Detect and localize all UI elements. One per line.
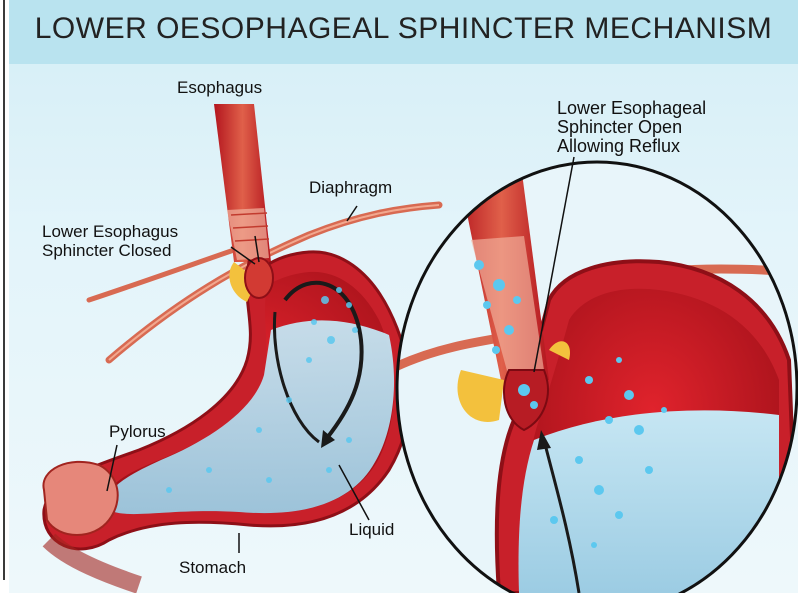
label-sphincter-open-line1: Lower Esophageal	[557, 99, 706, 118]
left-stomach-group	[43, 104, 439, 585]
diagram-panel: LOWER OESOPHAGEAL SPHINCTER MECHANISM	[9, 0, 798, 593]
left-border-line	[3, 0, 5, 580]
pylorus	[43, 462, 117, 535]
label-liquid: Liquid	[349, 520, 394, 540]
label-sphincter-closed-line2: Sphincter Closed	[42, 241, 171, 261]
label-sphincter-open-line2: Sphincter Open	[557, 118, 682, 137]
label-sphincter-closed-line1: Lower Esophagus	[42, 222, 178, 242]
label-diaphragm: Diaphragm	[309, 178, 392, 198]
label-pylorus: Pylorus	[109, 422, 166, 442]
magnified-view	[389, 150, 798, 593]
label-esophagus: Esophagus	[177, 78, 262, 98]
label-stomach: Stomach	[179, 558, 246, 578]
label-sphincter-open-line3: Allowing Reflux	[557, 137, 680, 156]
anatomy-illustration	[9, 0, 798, 593]
closed-sphincter	[245, 258, 273, 298]
